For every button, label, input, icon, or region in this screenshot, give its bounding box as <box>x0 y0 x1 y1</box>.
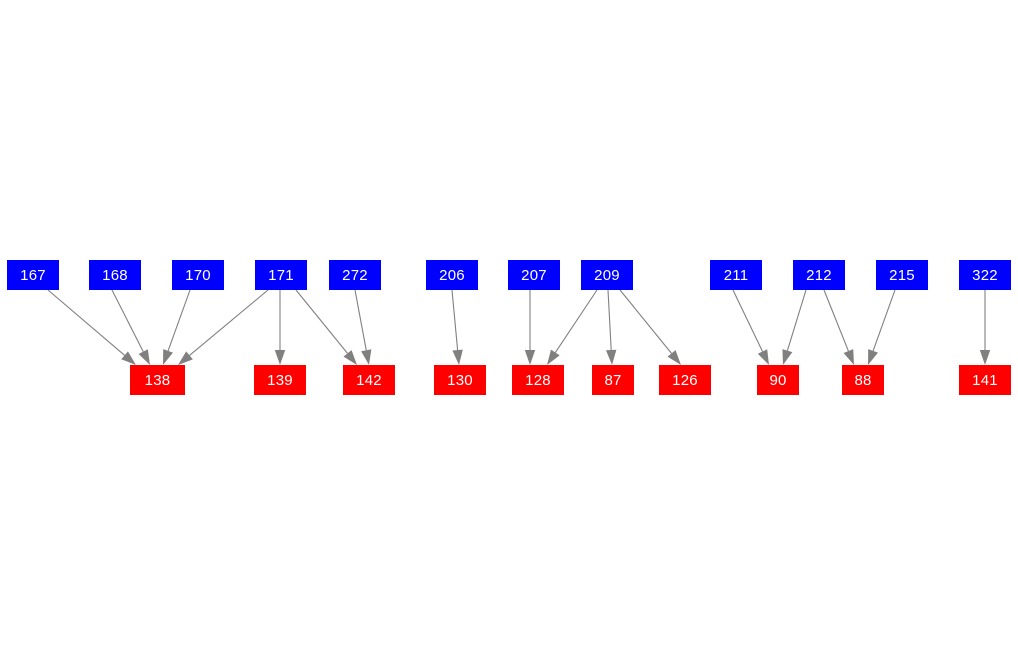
edge-arrowhead <box>606 349 617 365</box>
edge-line <box>786 289 807 351</box>
source-node-206[interactable]: 206 <box>426 260 478 290</box>
edge-212-to-88 <box>823 289 854 365</box>
edge-arrowhead <box>343 350 357 365</box>
edge-line <box>451 289 459 351</box>
edge-207-to-128 <box>524 290 536 365</box>
edge-arrowhead <box>163 349 173 365</box>
edge-arrowhead <box>121 351 136 365</box>
target-node-128[interactable]: 128 <box>512 365 564 395</box>
edge-209-to-87 <box>606 289 617 365</box>
source-node-209[interactable]: 209 <box>581 260 633 290</box>
target-node-88[interactable]: 88 <box>842 365 884 395</box>
edge-arrowhead <box>843 349 854 365</box>
edge-line <box>47 289 125 356</box>
edge-206-to-130 <box>451 289 463 365</box>
edge-arrowhead <box>361 349 372 365</box>
edge-170-to-138 <box>163 289 191 365</box>
edge-arrowhead <box>547 349 560 365</box>
edge-arrowhead <box>452 349 463 365</box>
target-node-141[interactable]: 141 <box>959 365 1011 395</box>
edge-arrowhead <box>274 350 286 365</box>
source-node-322[interactable]: 322 <box>959 260 1011 290</box>
edge-line <box>354 289 367 351</box>
edge-line <box>823 289 849 352</box>
edge-arrowhead <box>979 350 991 365</box>
edge-171-to-139 <box>274 290 286 365</box>
source-node-272[interactable]: 272 <box>329 260 381 290</box>
edge-arrowhead <box>868 349 878 365</box>
edge-215-to-88 <box>868 289 896 365</box>
edge-209-to-128 <box>547 289 598 365</box>
edge-arrowhead <box>524 350 536 365</box>
source-node-171[interactable]: 171 <box>255 260 307 290</box>
edge-212-to-90 <box>782 289 807 365</box>
source-node-170[interactable]: 170 <box>172 260 224 290</box>
edge-322-to-141 <box>979 290 991 365</box>
target-node-90[interactable]: 90 <box>757 365 799 395</box>
edge-167-to-138 <box>47 289 136 365</box>
edge-arrowhead <box>178 351 193 365</box>
target-node-87[interactable]: 87 <box>592 365 634 395</box>
edge-arrowhead <box>757 349 769 365</box>
edge-line <box>619 289 672 354</box>
source-node-168[interactable]: 168 <box>89 260 141 290</box>
edge-line <box>607 289 612 351</box>
target-node-139[interactable]: 139 <box>254 365 306 395</box>
edge-272-to-142 <box>354 289 372 365</box>
edge-168-to-138 <box>111 289 150 365</box>
edge-line <box>167 289 191 352</box>
edge-line <box>111 289 144 352</box>
target-node-142[interactable]: 142 <box>343 365 395 395</box>
edge-arrowhead <box>782 349 793 365</box>
edge-line <box>295 289 348 354</box>
source-node-211[interactable]: 211 <box>710 260 762 290</box>
edge-line <box>732 289 764 352</box>
edge-171-to-138 <box>178 289 269 365</box>
source-node-167[interactable]: 167 <box>7 260 59 290</box>
edge-line <box>872 289 896 352</box>
target-node-126[interactable]: 126 <box>659 365 711 395</box>
source-node-215[interactable]: 215 <box>876 260 928 290</box>
edge-arrowhead <box>667 350 681 365</box>
source-node-207[interactable]: 207 <box>508 260 560 290</box>
target-node-138[interactable]: 138 <box>130 365 185 395</box>
target-node-130[interactable]: 130 <box>434 365 486 395</box>
source-node-212[interactable]: 212 <box>793 260 845 290</box>
edge-171-to-142 <box>295 289 357 365</box>
edge-line <box>189 289 269 356</box>
edge-211-to-90 <box>732 289 769 365</box>
edge-line <box>554 289 598 353</box>
edge-209-to-126 <box>619 289 681 365</box>
edge-arrowhead <box>138 349 150 365</box>
